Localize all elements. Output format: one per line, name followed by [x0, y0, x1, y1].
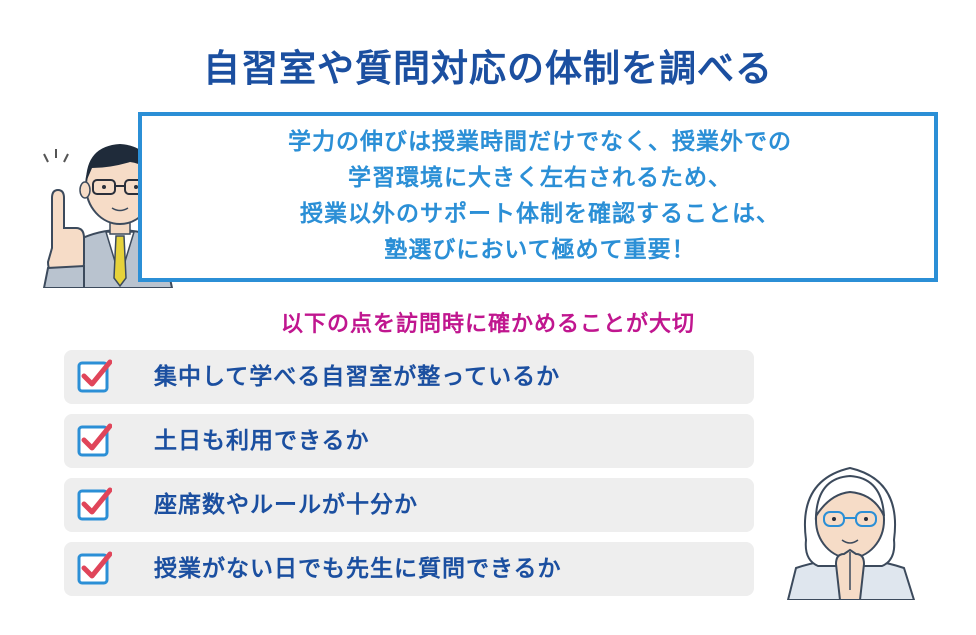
checklist-item: 土日も利用できるか — [64, 414, 754, 468]
checkbox-checked-icon — [77, 551, 112, 585]
woman-with-glasses-illustration — [786, 466, 916, 600]
checklist-item-label: 土日も利用できるか — [154, 428, 370, 454]
checklist-item-label: 座席数やルールが十分か — [154, 492, 418, 518]
checklist-item-label: 授業がない日でも先生に質問できるか — [154, 556, 562, 582]
intro-line: 学力の伸びは授業時間だけでなく、授業外での — [288, 129, 792, 155]
intro-line: 塾選びにおいて極めて重要！ — [384, 237, 696, 263]
checklist-item: 授業がない日でも先生に質問できるか — [64, 542, 754, 596]
checklist-item: 座席数やルールが十分か — [64, 478, 754, 532]
intro-box — [138, 112, 938, 282]
checklist-item-label: 集中して学べる自習室が整っているか — [154, 364, 561, 390]
checkbox-checked-icon — [77, 487, 112, 521]
intro-line: 学習環境に大きく左右されるため、 — [348, 165, 732, 191]
page-title: 自習室や質問対応の体制を調べる — [203, 47, 773, 90]
intro-text: 学力の伸びは授業時間だけでなく、授業外での 学習環境に大きく左右されるため、 授… — [150, 124, 930, 268]
checkbox-checked-icon — [77, 359, 112, 393]
checklist-heading: 以下の点を訪問時に確かめることが大切 — [280, 312, 695, 337]
checklist: 集中して学べる自習室が整っているか 土日も利用できるか 座席数やルールが十分か … — [64, 350, 754, 606]
intro-line: 授業以外のサポート体制を確認することは、 — [300, 201, 780, 227]
checklist-item: 集中して学べる自習室が整っているか — [64, 350, 754, 404]
checkbox-checked-icon — [77, 423, 112, 457]
